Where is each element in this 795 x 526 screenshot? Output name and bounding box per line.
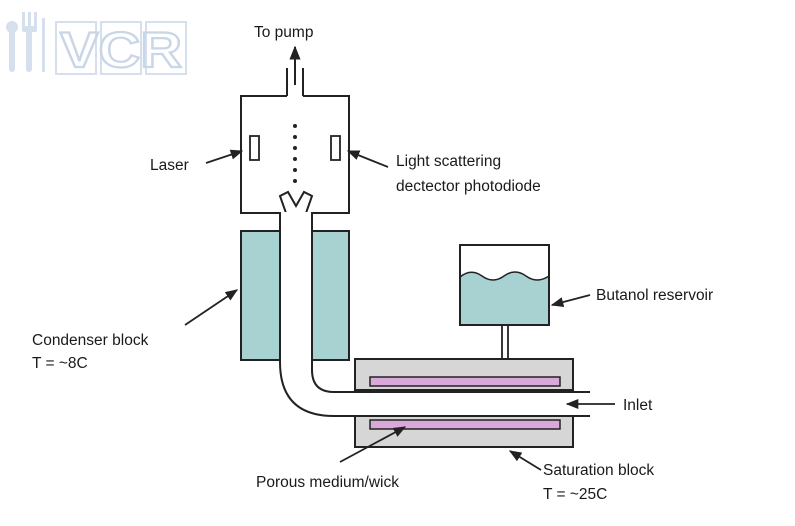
- saturation-block: [354, 358, 574, 448]
- laser-source: [249, 135, 260, 161]
- laser-label: Laser: [150, 157, 189, 174]
- condenser-label-line2: T = ~8C: [32, 355, 88, 372]
- watermark-box-v: [55, 21, 97, 75]
- condenser-block: [240, 230, 350, 361]
- butanol-label: Butanol reservoir: [596, 287, 713, 304]
- to-pump-label: To pump: [254, 24, 313, 41]
- detector-label-line2: dectector photodiode: [396, 178, 541, 195]
- inlet-label: Inlet: [623, 397, 653, 414]
- detector-arrow: [346, 150, 389, 168]
- pointer-arrows: [184, 149, 615, 471]
- watermark-utensil-icon: [6, 12, 45, 72]
- butanol-arrow: [550, 294, 591, 307]
- watermark-box-r: [145, 21, 187, 75]
- porous-label: Porous medium/wick: [256, 474, 399, 491]
- detector-label-line1: Light scattering: [396, 153, 501, 170]
- wick-bottom: [369, 419, 561, 430]
- flow-tube: [279, 212, 590, 417]
- saturation-arrow: [508, 450, 542, 471]
- saturation-label-line1: Saturation block: [543, 462, 654, 479]
- photodiode-detector: [330, 135, 341, 161]
- porous-arrow: [339, 426, 407, 463]
- particle-stream-dots: [293, 124, 297, 183]
- condenser-arrow: [184, 289, 239, 326]
- condenser-label-line1: Condenser block: [32, 332, 149, 349]
- wick-top: [369, 376, 561, 387]
- watermark-logo: VCR: [6, 12, 187, 79]
- watermark-box-c: [100, 21, 142, 75]
- watermark-text: VCR: [60, 22, 182, 78]
- laser-arrow: [205, 149, 244, 164]
- saturation-label-line2: T = ~25C: [543, 486, 607, 503]
- pump-outlet-tube: [286, 45, 304, 96]
- butanol-reservoir: [459, 244, 550, 360]
- optical-chamber: [240, 95, 350, 214]
